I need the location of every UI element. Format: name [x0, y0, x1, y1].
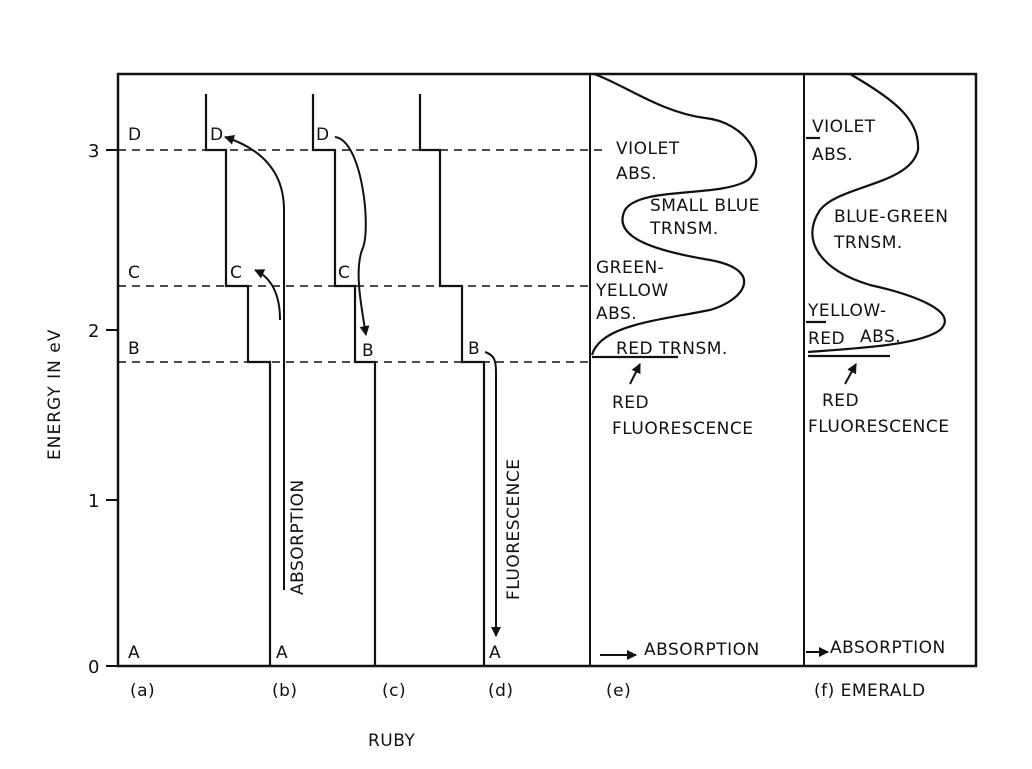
plot-frame [116, 72, 978, 668]
level-label-d-a: A [489, 643, 501, 663]
emerald-absorption-curve [807, 73, 946, 354]
emerald-violet-label: VIOLET [812, 117, 876, 137]
level-label-c-b: B [362, 341, 374, 361]
level-label-a-b: B [128, 339, 140, 359]
y-axis-title: ENERGY IN eV [45, 329, 65, 460]
ruby-absorption-label: ABSORPTION [644, 640, 760, 660]
ruby-gy-abs-label: ABS. [596, 304, 637, 324]
level-label-b-c: C [230, 263, 242, 283]
panel-label-e: (e) [606, 681, 631, 701]
emerald-red-fluorescence-pointer [844, 363, 857, 385]
level-label-c-d: D [316, 125, 330, 145]
emerald-bg-trnsm-label: TRNSM. [833, 233, 903, 253]
level-label-a-a: A [128, 643, 140, 663]
level-label-a-c: C [128, 263, 140, 283]
staircase-b [204, 94, 272, 666]
level-label-d-b: B [468, 339, 480, 359]
ruby-blue-label: SMALL BLUE [650, 196, 760, 216]
ruby-blue-trnsm-label: TRNSM. [649, 219, 719, 239]
y-tick-label-0: 0 [88, 657, 99, 678]
emerald-red-label: RED [808, 329, 845, 349]
emerald-bg-label: BLUE-GREEN [834, 207, 948, 227]
emerald-yellow-label: YELLOW- [807, 301, 887, 321]
panel-label-d: (d) [488, 681, 514, 701]
panel-label-f: (f) EMERALD [814, 681, 926, 701]
ruby-green-label: GREEN- [596, 258, 664, 278]
absorption-arrow-to-d [224, 135, 285, 590]
staircase-d [418, 94, 486, 666]
absorption-arrow-to-c [254, 269, 281, 321]
ruby-caption: RUBY [368, 731, 415, 751]
ruby-absorption-curve [590, 72, 758, 356]
panel-label-c: (c) [382, 681, 406, 701]
level-label-a-d: D [128, 125, 142, 145]
y-tick-label-1: 1 [88, 491, 99, 512]
absorption-label: ABSORPTION [288, 479, 308, 595]
panel-label-b: (b) [272, 681, 298, 701]
ruby-violet-label: VIOLET [616, 139, 680, 159]
ruby-fluorescence-label: FLUORESCENCE [612, 419, 754, 439]
ruby-red-fl-label: RED [612, 393, 649, 413]
level-label-b-a: A [276, 643, 288, 663]
fluorescence-arrow [484, 351, 501, 637]
emerald-red-fl-label: RED [822, 391, 859, 411]
y-tick-label-2: 2 [88, 321, 99, 342]
emerald-yr-abs-label: ABS. [860, 327, 901, 347]
y-tick-label-3: 3 [88, 141, 99, 162]
fluorescence-label: FLUORESCENCE [504, 458, 524, 600]
relaxation-arrow-d-to-b [334, 136, 370, 336]
emerald-violet-abs-label: ABS. [812, 145, 853, 165]
ruby-violet-abs-label: ABS. [616, 164, 657, 184]
emerald-fluorescence-label: FLUORESCENCE [808, 417, 950, 437]
emerald-absorption-label: ABSORPTION [830, 638, 946, 658]
panel-label-a: (a) [130, 681, 155, 701]
level-label-c-c: C [338, 263, 350, 283]
ruby-red-fluorescence-pointer [629, 363, 641, 385]
ruby-yellow-label: YELLOW [595, 281, 669, 301]
level-label-b-d: D [210, 125, 224, 145]
ruby-red-trnsm-label: RED TRNSM. [616, 339, 728, 359]
staircase-c [311, 94, 377, 666]
